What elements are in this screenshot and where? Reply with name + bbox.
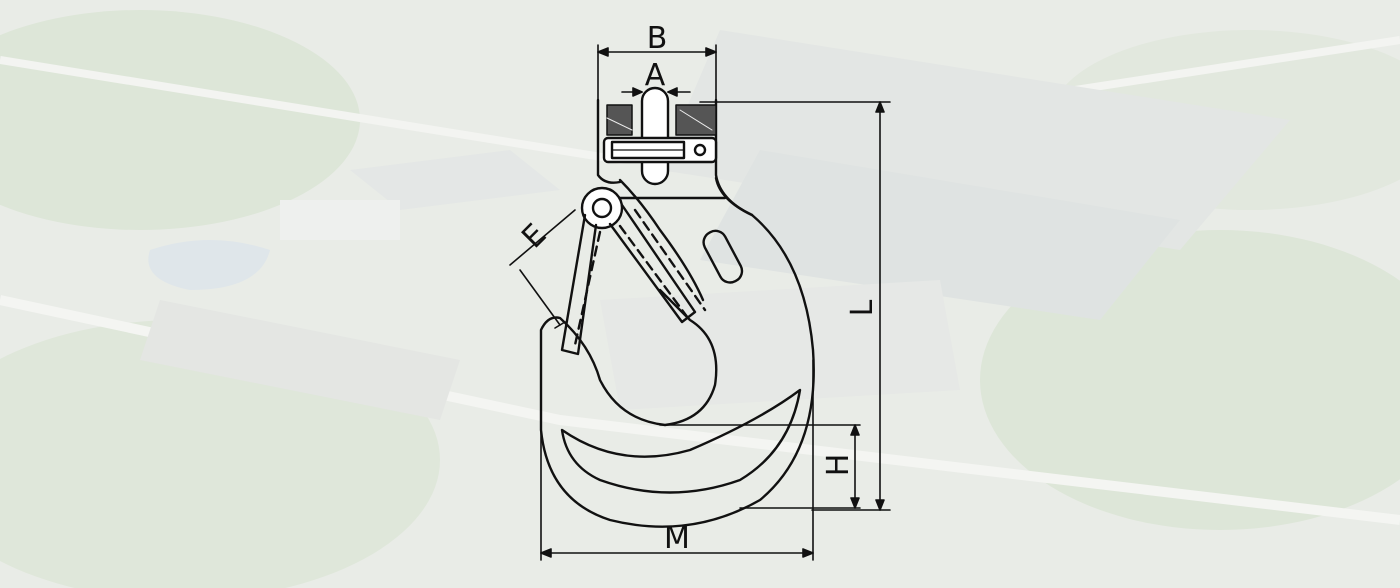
dimension-label-l: L [845,299,880,316]
hook-body-outline [539,176,815,528]
safety-latch [560,186,727,356]
hook-inner-throat [618,178,705,302]
eye-hook-drawing [509,44,891,561]
dimension-label-a: A [645,58,666,93]
dimension-lines [509,44,891,561]
hook-eye-head [596,86,754,217]
dimension-label-m: M [664,521,690,556]
dimension-label-b: B [647,21,668,56]
hook-lower-slot [560,388,802,494]
dimension-label-h: H [821,454,856,477]
hook-slot [702,229,744,284]
